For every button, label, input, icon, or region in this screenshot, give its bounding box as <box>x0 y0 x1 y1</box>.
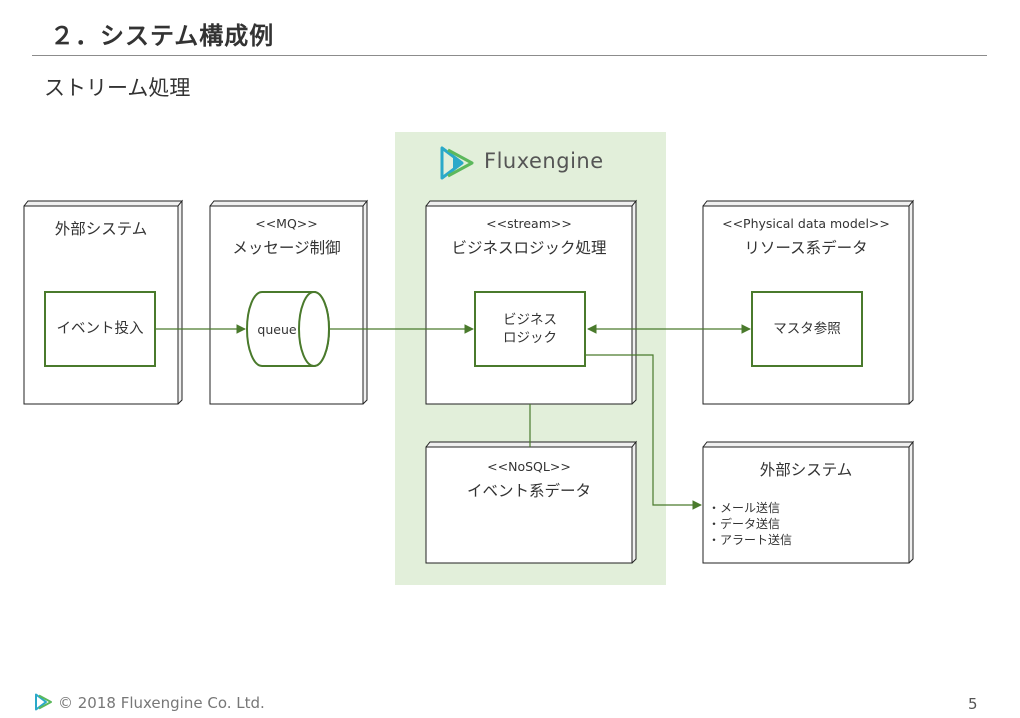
title-divider <box>32 55 987 56</box>
node-external-system-out-box <box>702 440 915 564</box>
page-number: 5 <box>968 695 978 713</box>
stream-name: ビジネスロジック処理 <box>451 239 607 257</box>
business-logic-line1: ビジネス <box>503 312 557 328</box>
resource-stereotype: <<Physical data model>> <box>722 216 890 231</box>
nosql-stereotype: <<NoSQL>> <box>487 459 571 474</box>
event-input-label: イベント投入 <box>56 321 144 337</box>
node-mq-box <box>209 199 369 405</box>
business-logic-line2: ロジック <box>503 330 557 346</box>
external-system-out-list: ・メール送信 ・データ送信 ・アラート送信 <box>708 500 792 548</box>
mq-stereotype: <<MQ>> <box>255 216 318 231</box>
queue-label: queue <box>257 322 297 337</box>
brand-name: Fluxengine <box>484 149 604 173</box>
nosql-name: イベント系データ <box>466 482 591 500</box>
list-item: ・メール送信 <box>708 501 781 515</box>
queue-cylinder <box>246 291 330 367</box>
list-item: ・アラート送信 <box>708 533 793 547</box>
external-system-in-name: 外部システム <box>54 220 148 238</box>
master-reference-label: マスタ参照 <box>773 321 841 337</box>
footer-logo-icon <box>35 693 52 711</box>
fluxengine-logo-icon <box>440 146 474 180</box>
stream-stereotype: <<stream>> <box>486 216 572 231</box>
page-subtitle: ストリーム処理 <box>44 76 191 100</box>
node-nosql-box <box>425 440 638 564</box>
list-item: ・データ送信 <box>708 517 781 531</box>
resource-name: リソース系データ <box>744 239 868 257</box>
node-stream-box <box>425 199 638 405</box>
copyright-footer: © 2018 Fluxengine Co. Ltd. <box>58 694 265 712</box>
business-logic-component <box>474 291 586 367</box>
external-system-out-name: 外部システム <box>759 461 853 479</box>
page-title: ２．システム構成例 <box>50 22 275 50</box>
fluxengine-brand: Fluxengine <box>438 143 638 183</box>
logic-to-external-arrow <box>585 354 702 510</box>
mq-name: メッセージ制御 <box>232 239 341 257</box>
master-reference-component <box>751 291 863 367</box>
